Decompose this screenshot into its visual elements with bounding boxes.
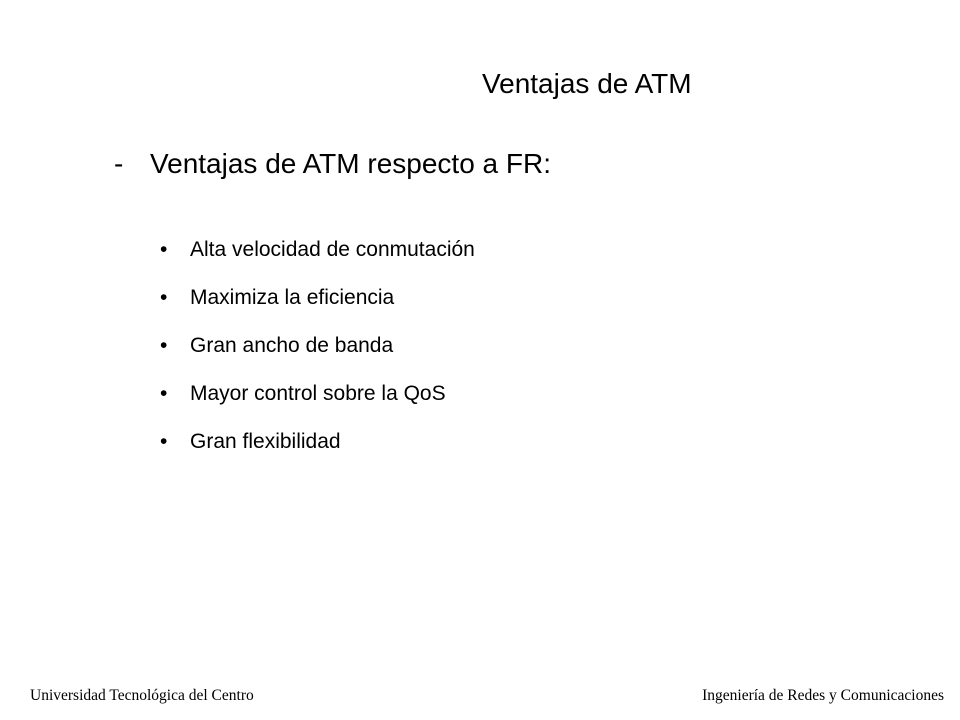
bullet-icon: • <box>160 334 168 357</box>
list-item: • Gran ancho de banda <box>160 328 475 376</box>
bullet-text: Maximiza la eficiencia <box>190 286 395 309</box>
slide-subtitle: -Ventajas de ATM respecto a FR: <box>114 144 551 184</box>
bullet-text: Gran flexibilidad <box>190 430 341 453</box>
footer-course: Ingeniería de Redes y Comunicaciones <box>702 687 944 704</box>
list-item: • Maximiza la eficiencia <box>160 280 475 328</box>
bullet-list: • Alta velocidad de conmutación • Maximiza… <box>160 232 475 472</box>
bullet-icon: • <box>160 382 168 405</box>
bullet-text: Mayor control sobre la QoS <box>190 382 446 405</box>
slide-title: Ventajas de ATM <box>482 68 692 99</box>
subtitle-text: Ventajas de ATM respecto a FR: <box>150 148 552 179</box>
list-item: • Gran flexibilidad <box>160 424 475 472</box>
bullet-icon: • <box>160 430 168 453</box>
list-item: • Alta velocidad de conmutación <box>160 232 475 280</box>
bullet-text: Gran ancho de banda <box>190 334 394 357</box>
list-item: • Mayor control sobre la QoS <box>160 376 475 424</box>
bullet-icon: • <box>160 286 168 309</box>
bullet-icon: • <box>160 238 168 261</box>
footer-university: Universidad Tecnológica del Centro <box>30 687 254 704</box>
subtitle-dash-marker: - <box>114 148 124 179</box>
bullet-text: Alta velocidad de conmutación <box>190 238 475 261</box>
